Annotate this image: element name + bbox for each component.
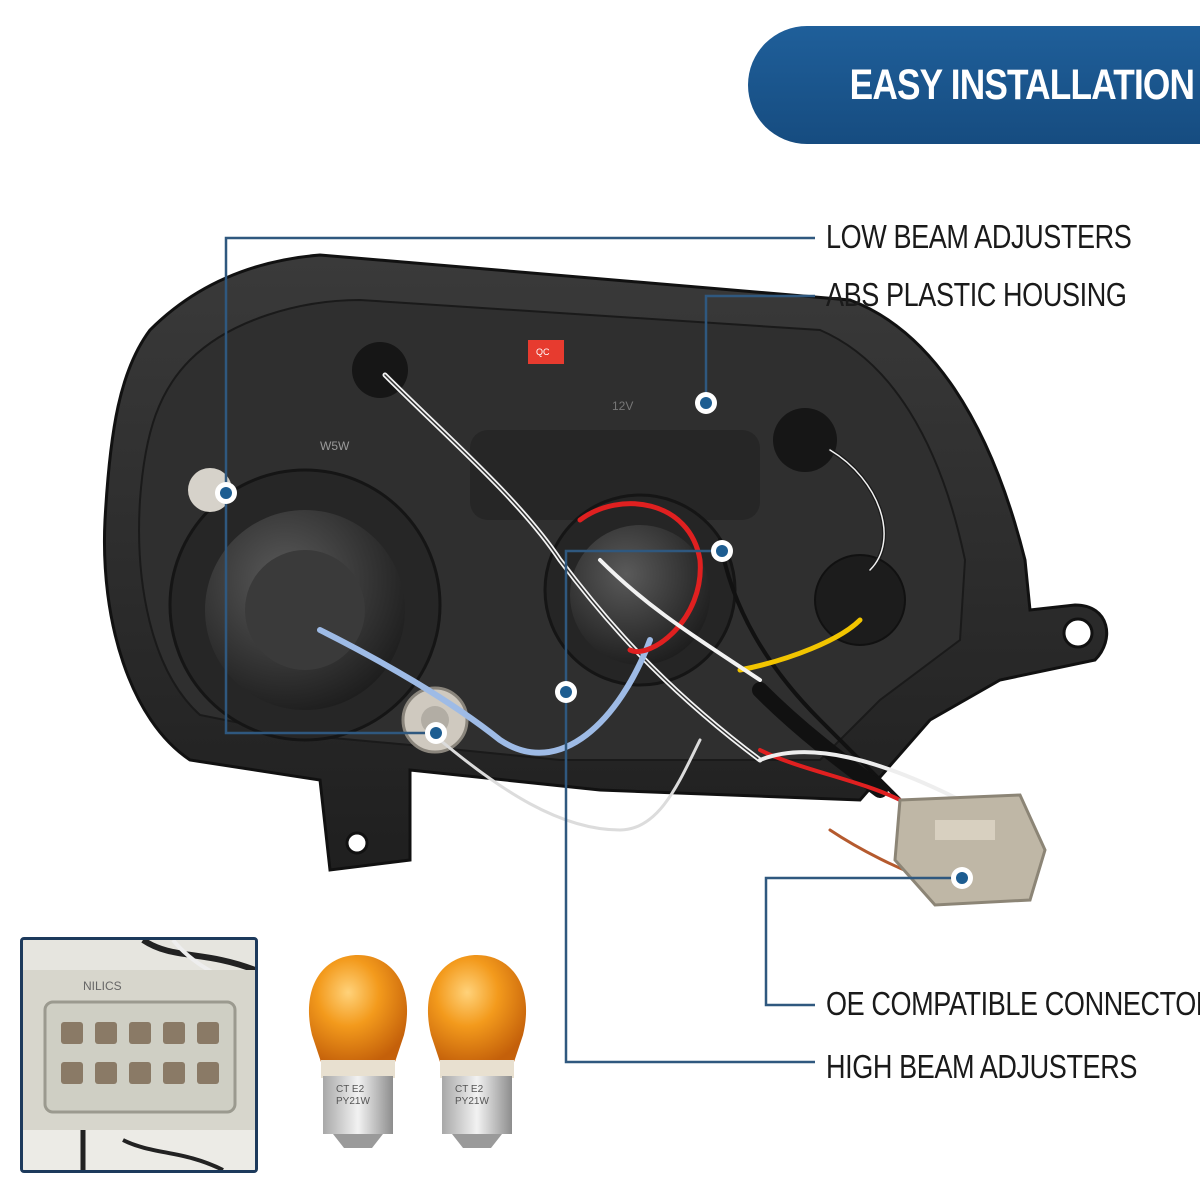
callout-label-abs-plastic-housing: ABS PLASTIC HOUSING [826,276,1127,313]
amber-bulb-left: CT E2 PY21W [308,955,408,1148]
oe-connector-plug [893,793,1047,907]
qc-sticker [528,340,564,364]
callout-label-high-beam-adjusters: HIGH BEAM ADJUSTERS [826,1048,1137,1085]
bulb-marking-left-1: CT E2 [336,1084,365,1095]
callout-label-low-beam-adjusters: LOW BEAM ADJUSTERS [826,218,1132,255]
side-socket [814,554,906,646]
low-beam-cover [168,468,442,742]
callout-dots [215,392,973,889]
easy-installation-banner: EASY INSTALLATION [748,26,1200,144]
banner-title: EASY INSTALLATION [849,60,1194,109]
connector-closeup-inset: NILICS [20,937,258,1173]
qc-sticker-text: QC [536,347,550,357]
connector-closeup-image: NILICS [23,940,255,1170]
housing-marking-12v: 12V [612,399,633,413]
bulb-marking-left-2: PY21W [336,1096,370,1107]
wiring-harness [317,372,962,882]
turn-socket [773,408,837,472]
connector-marking: NILICS [83,979,122,993]
amber-bulb-right: CT E2 PY21W [427,955,527,1148]
callout-label-oe-compatible-connector: OE COMPATIBLE CONNECTOR [826,985,1200,1022]
bulb-marking-right-1: CT E2 [455,1084,484,1095]
bulb-marking-right-2: PY21W [455,1096,489,1107]
housing-marking-w5w: W5W [320,439,350,453]
